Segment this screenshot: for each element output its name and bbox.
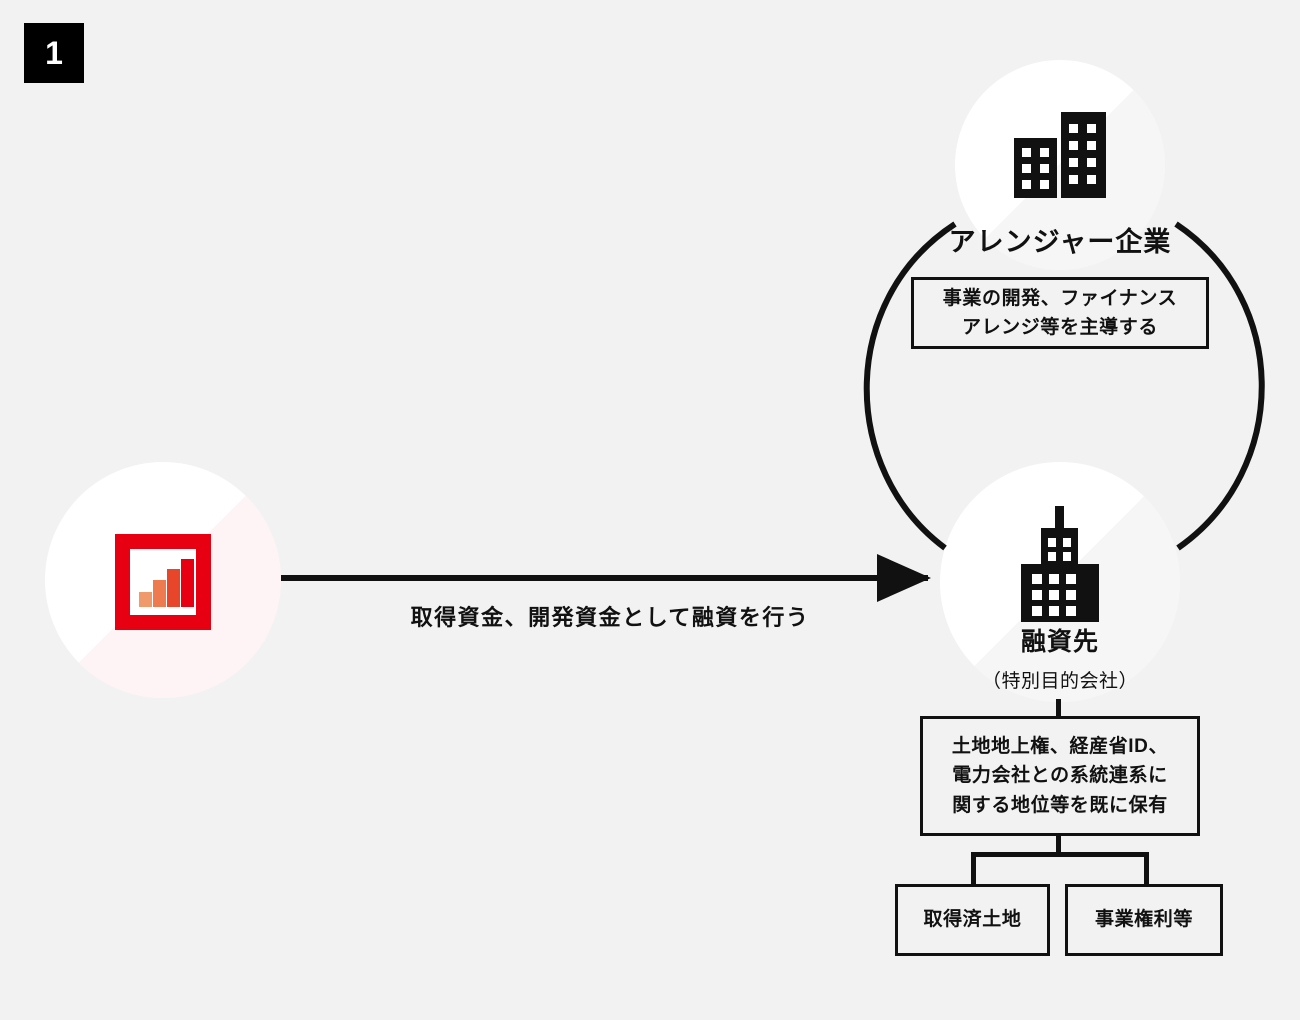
arranger-note-box: 事業の開発、ファイナンス アレンジ等を主導する [911,277,1209,349]
node-arranger-circle [955,60,1165,270]
child-box-label: 事業権利等 [1094,909,1193,931]
borrower-label: 融資先 [1020,628,1099,656]
borrower-sublabel: （特別目的会社） [981,671,1138,692]
borrower-assets-line: 電力会社との系統連系に [952,765,1168,787]
arc-link-left [863,221,957,551]
node-lender-circle [45,462,281,698]
connector-assets-to-bracket [1056,833,1061,855]
connector-bracket-horizontal [971,852,1149,857]
borrower-assets-line: 土地地上権、経産省ID、 [951,735,1169,757]
arranger-label: アレンジャー企業 [948,227,1172,257]
arranger-note-line: 事業の開発、ファイナンス [942,287,1178,309]
circle-long-shadow [955,60,1165,270]
office-buildings-icon [955,112,1165,198]
arranger-note-line: アレンジ等を主導する [961,317,1158,338]
connector-bracket-right-drop [1144,852,1149,886]
child-box-business-rights: 事業権利等 [1065,884,1223,956]
child-box-label: 取得済土地 [923,909,1022,931]
skyscraper-icon [940,506,1180,622]
borrower-assets-box: 土地地上権、経産省ID、 電力会社との系統連系に 関する地位等を既に保有 [920,716,1200,836]
node-borrower-circle [940,462,1180,702]
loan-arrow-caption: 取得資金、開発資金として融資を行う [410,605,810,630]
borrower-assets-line: 関する地位等を既に保有 [952,794,1168,816]
arc-link-right [1174,221,1265,551]
connector-borrower-to-assets [1056,699,1061,719]
bar-chart-logo-icon [45,530,281,630]
connector-bracket-left-drop [971,852,976,886]
step-number-badge: 1 [24,23,84,83]
child-box-acquired-land: 取得済土地 [895,884,1050,956]
